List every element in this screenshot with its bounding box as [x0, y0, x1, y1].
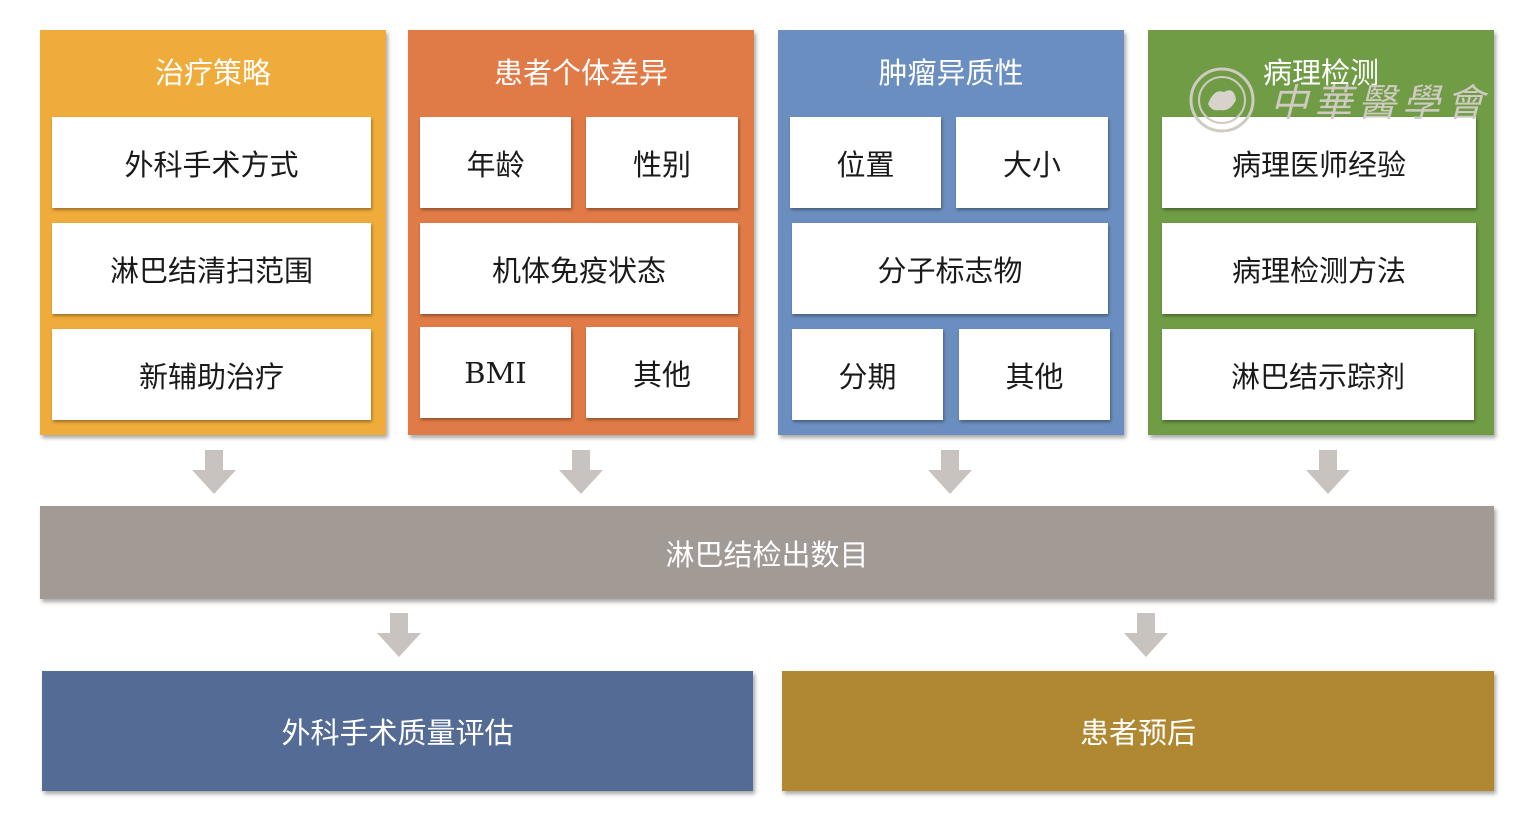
arrow-down-icon	[1124, 613, 1168, 657]
cell-stage: 分期	[792, 329, 943, 420]
cell-molecular-markers: 分子标志物	[792, 223, 1108, 314]
panel-title: 治疗策略	[154, 56, 271, 90]
panel-pathology: 病理检测 病理医师经验 病理检测方法 淋巴结示踪剂	[1148, 30, 1494, 435]
cell-age: 年龄	[420, 117, 571, 208]
cell-location: 位置	[790, 117, 941, 208]
cell-lymph-tracer: 淋巴结示踪剂	[1162, 329, 1474, 420]
cell-surgery-method: 外科手术方式	[52, 117, 371, 208]
arrow-down-icon	[559, 450, 603, 494]
lymph-node-count-bar: 淋巴结检出数目	[40, 506, 1494, 599]
arrow-down-icon	[928, 450, 972, 494]
cell-pathology-method: 病理检测方法	[1162, 223, 1476, 314]
panel-patient-differences: 患者个体差异 年龄 性别 机体免疫状态 BMI 其他	[408, 30, 754, 435]
surgical-quality-bar: 外科手术质量评估	[42, 671, 753, 791]
arrow-down-icon	[192, 450, 236, 494]
panel-tumor-heterogeneity: 肿瘤异质性 位置 大小 分子标志物 分期 其他	[778, 30, 1124, 435]
cell-immune-status: 机体免疫状态	[420, 223, 738, 314]
panel-title: 患者个体差异	[493, 56, 668, 90]
panel-title: 肿瘤异质性	[878, 56, 1024, 90]
panel-treatment-strategy: 治疗策略 外科手术方式 淋巴结清扫范围 新辅助治疗	[40, 30, 386, 435]
cell-lymph-dissection: 淋巴结清扫范围	[52, 223, 371, 314]
patient-prognosis-bar: 患者预后	[782, 671, 1494, 791]
cell-sex: 性别	[586, 117, 738, 208]
seal-icon	[1189, 67, 1255, 133]
cell-other: 其他	[959, 329, 1110, 420]
panel-title: 病理检测	[1262, 56, 1379, 90]
cell-pathologist-experience: 病理医师经验	[1162, 117, 1476, 208]
arrow-down-icon	[377, 613, 421, 657]
cell-bmi: BMI	[420, 327, 571, 418]
arrow-down-icon	[1306, 450, 1350, 494]
cell-other: 其他	[586, 327, 738, 418]
cell-neoadjuvant: 新辅助治疗	[52, 329, 371, 420]
watermark-text: 中華醫學會	[1270, 81, 1491, 125]
cell-size: 大小	[956, 117, 1108, 208]
